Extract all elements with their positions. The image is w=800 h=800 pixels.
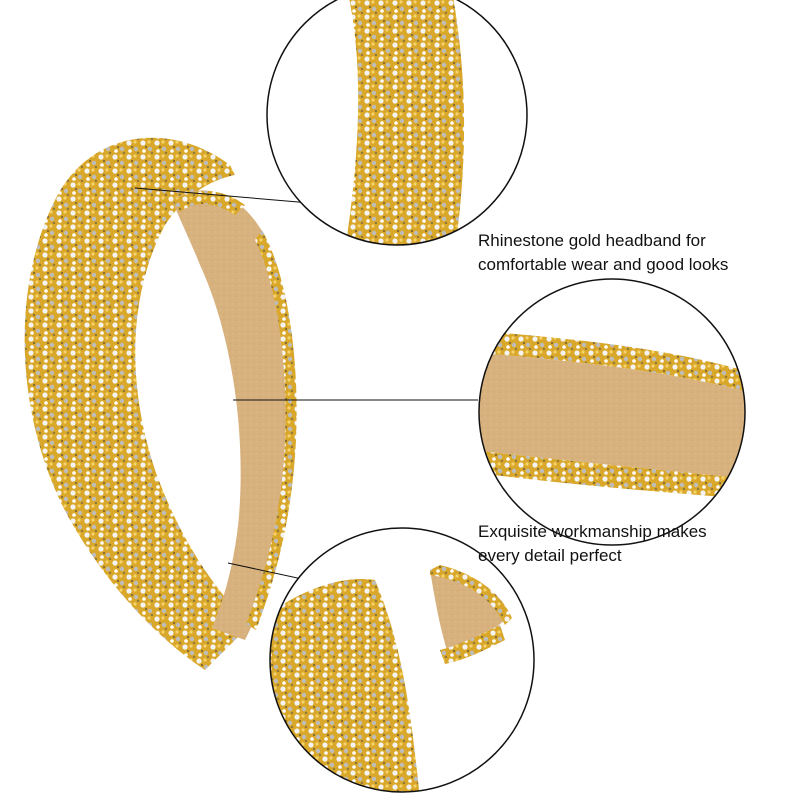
caption-comfortable-wear: Rhinestone gold headband for comfortable… — [478, 229, 778, 277]
caption-line: comfortable wear and good looks — [478, 255, 729, 274]
zoom-circle-middle — [478, 278, 746, 546]
caption-workmanship: Exquisite workmanship makes every detail… — [478, 520, 778, 568]
headband-inner-edge — [172, 190, 245, 215]
caption-line: every detail perfect — [478, 546, 622, 565]
zoom-circle-bottom — [269, 527, 535, 793]
caption-line: Exquisite workmanship makes — [478, 522, 707, 541]
zoom-circle-top — [266, 0, 528, 246]
leader-line-top — [134, 187, 311, 204]
headband-velvet-lining — [172, 190, 296, 641]
headband-outer-band — [24, 137, 250, 670]
headband-main — [24, 137, 297, 670]
headband-right-edge — [246, 230, 297, 630]
caption-line: Rhinestone gold headband for — [478, 231, 706, 250]
